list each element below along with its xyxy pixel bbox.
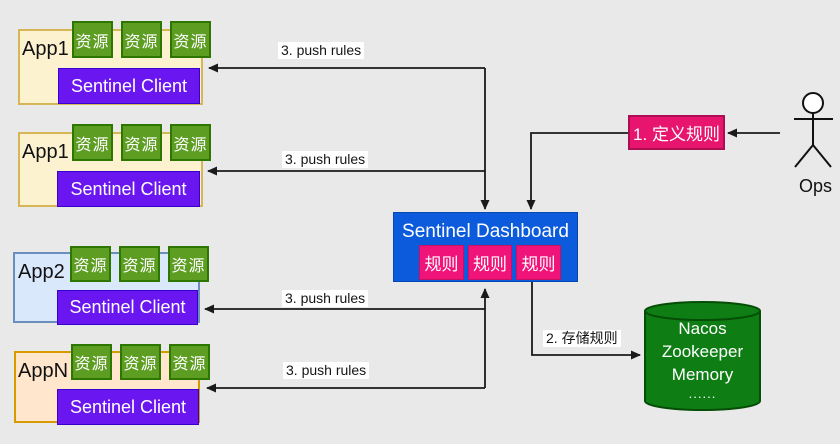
resource-box: 资源 bbox=[168, 246, 209, 282]
push-rules-label: 3. push rules bbox=[282, 151, 369, 168]
sentinel-client-box: Sentinel Client bbox=[57, 389, 199, 425]
rule-box: 规则 bbox=[468, 245, 512, 280]
resource-box: 资源 bbox=[71, 344, 112, 380]
resource-box: 资源 bbox=[121, 21, 162, 58]
ops-actor-icon bbox=[794, 92, 833, 168]
resource-box: 资源 bbox=[72, 124, 113, 161]
app2-label: App2 bbox=[18, 261, 65, 283]
push-rules-label: 3. push rules bbox=[282, 290, 369, 307]
resource-box: 资源 bbox=[170, 124, 211, 161]
resource-box: 资源 bbox=[170, 21, 211, 58]
resource-box: 资源 bbox=[70, 246, 111, 282]
datastore-text: Nacos Zookeeper Memory ...... bbox=[643, 317, 762, 402]
store-rules-label: 2. 存储规则 bbox=[543, 330, 621, 347]
rule-box: 规则 bbox=[419, 245, 464, 280]
resource-box: 资源 bbox=[169, 344, 210, 380]
datastore-line: ...... bbox=[688, 386, 717, 401]
resource-box: 资源 bbox=[121, 124, 162, 161]
app1-label: App1 bbox=[22, 38, 69, 60]
sentinel-client-box: Sentinel Client bbox=[57, 171, 200, 207]
edge-store-rules bbox=[531, 282, 641, 360]
datastore-line: Nacos bbox=[678, 319, 727, 338]
dashboard-title: Sentinel Dashboard bbox=[402, 221, 569, 242]
push-rules-label: 3. push rules bbox=[283, 362, 370, 379]
sentinel-client-box: Sentinel Client bbox=[58, 68, 200, 104]
resource-box: 资源 bbox=[119, 246, 160, 282]
datastore-cylinder-icon bbox=[644, 301, 761, 411]
resource-box: 资源 bbox=[120, 344, 161, 380]
define-rule-box: 1. 定义规则 bbox=[628, 115, 725, 150]
push-rules-label: 3. push rules bbox=[278, 42, 365, 59]
sentinel-client-box: Sentinel Client bbox=[57, 290, 198, 325]
appn-label: AppN bbox=[18, 360, 69, 382]
ops-label: Ops bbox=[799, 176, 833, 196]
edge-define-to-dashboard bbox=[526, 132, 628, 210]
app1b-label: App1 bbox=[22, 141, 69, 163]
datastore-line: Memory bbox=[671, 365, 734, 384]
resource-box: 资源 bbox=[72, 21, 113, 58]
rule-box: 规则 bbox=[516, 245, 561, 280]
datastore-line: Zookeeper bbox=[661, 342, 744, 361]
